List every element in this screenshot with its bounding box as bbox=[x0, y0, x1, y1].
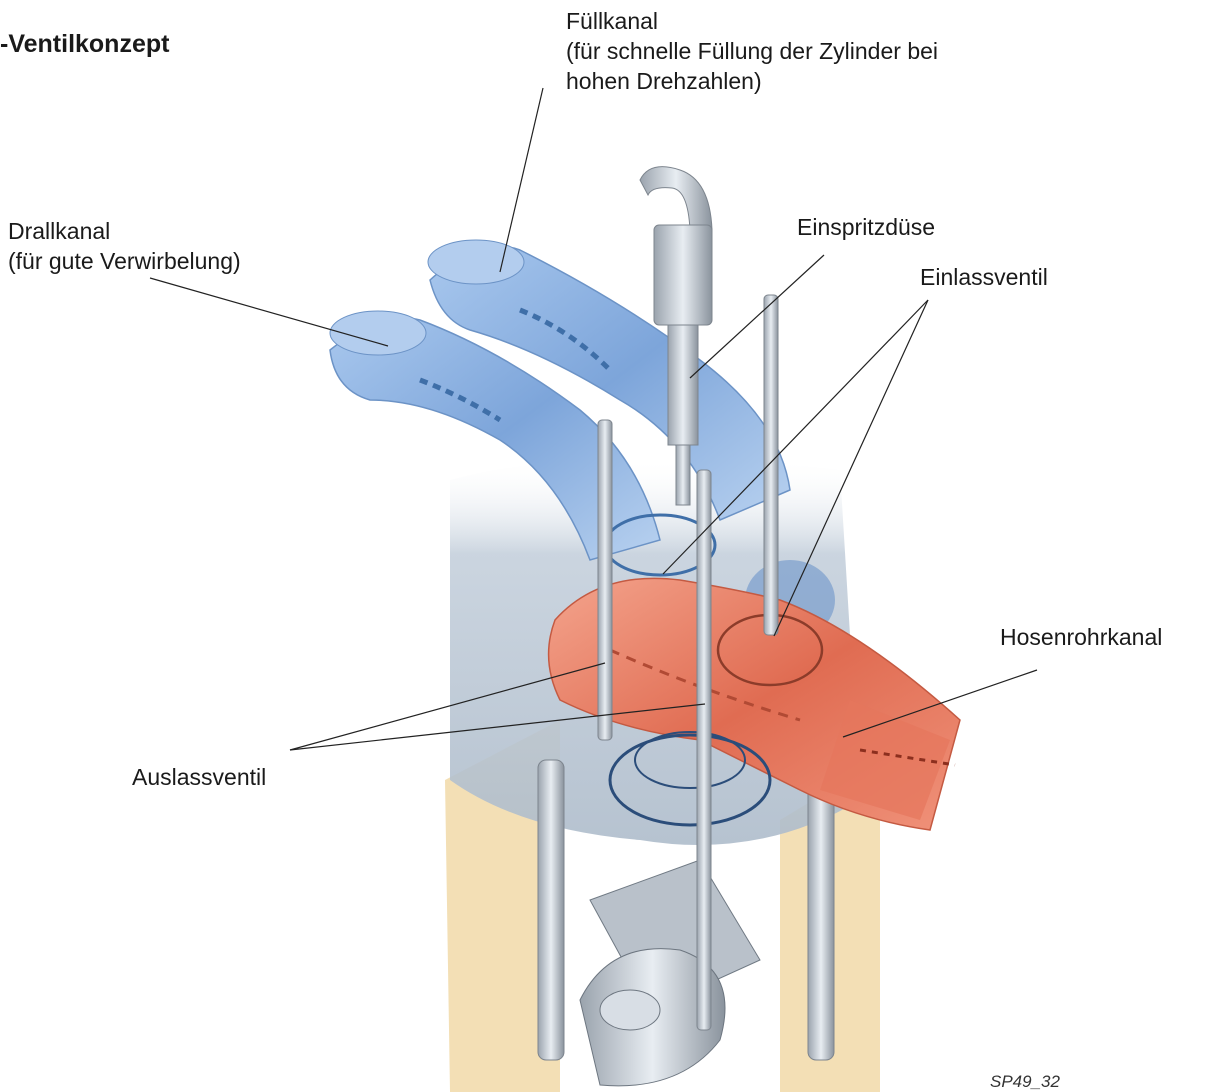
label-fuellkanal-line2: (für schnelle Füllung der Zylinder bei bbox=[566, 36, 938, 66]
cylinder-wall-right bbox=[808, 780, 834, 1060]
leader-drallkanal bbox=[150, 278, 388, 346]
cylinder-wall-left bbox=[538, 760, 564, 1060]
exhaust-valve-stem-2 bbox=[697, 470, 711, 1030]
exhaust-valve-stem-1 bbox=[598, 420, 612, 740]
label-drallkanal: Drallkanal (für gute Verwirbelung) bbox=[8, 216, 241, 276]
label-einspritzduese: Einspritzdüse bbox=[797, 212, 935, 242]
label-auslassventil: Auslassventil bbox=[132, 762, 266, 792]
label-drallkanal-line2: (für gute Verwirbelung) bbox=[8, 246, 241, 276]
label-drallkanal-line1: Drallkanal bbox=[8, 216, 241, 246]
label-einlassventil: Einlassventil bbox=[920, 262, 1048, 292]
label-fuellkanal: Füllkanal (für schnelle Füllung der Zyli… bbox=[566, 6, 938, 96]
label-fuellkanal-line1: Füllkanal bbox=[566, 6, 938, 36]
connecting-rod bbox=[580, 860, 760, 1086]
intake-valve-stem bbox=[764, 295, 778, 635]
label-fuellkanal-line3: hohen Drehzahlen) bbox=[566, 66, 938, 96]
figure-id: SP49_32 bbox=[990, 1072, 1060, 1092]
leader-fuellkanal bbox=[500, 88, 543, 272]
label-hosenrohrkanal: Hosenrohrkanal bbox=[1000, 622, 1162, 652]
